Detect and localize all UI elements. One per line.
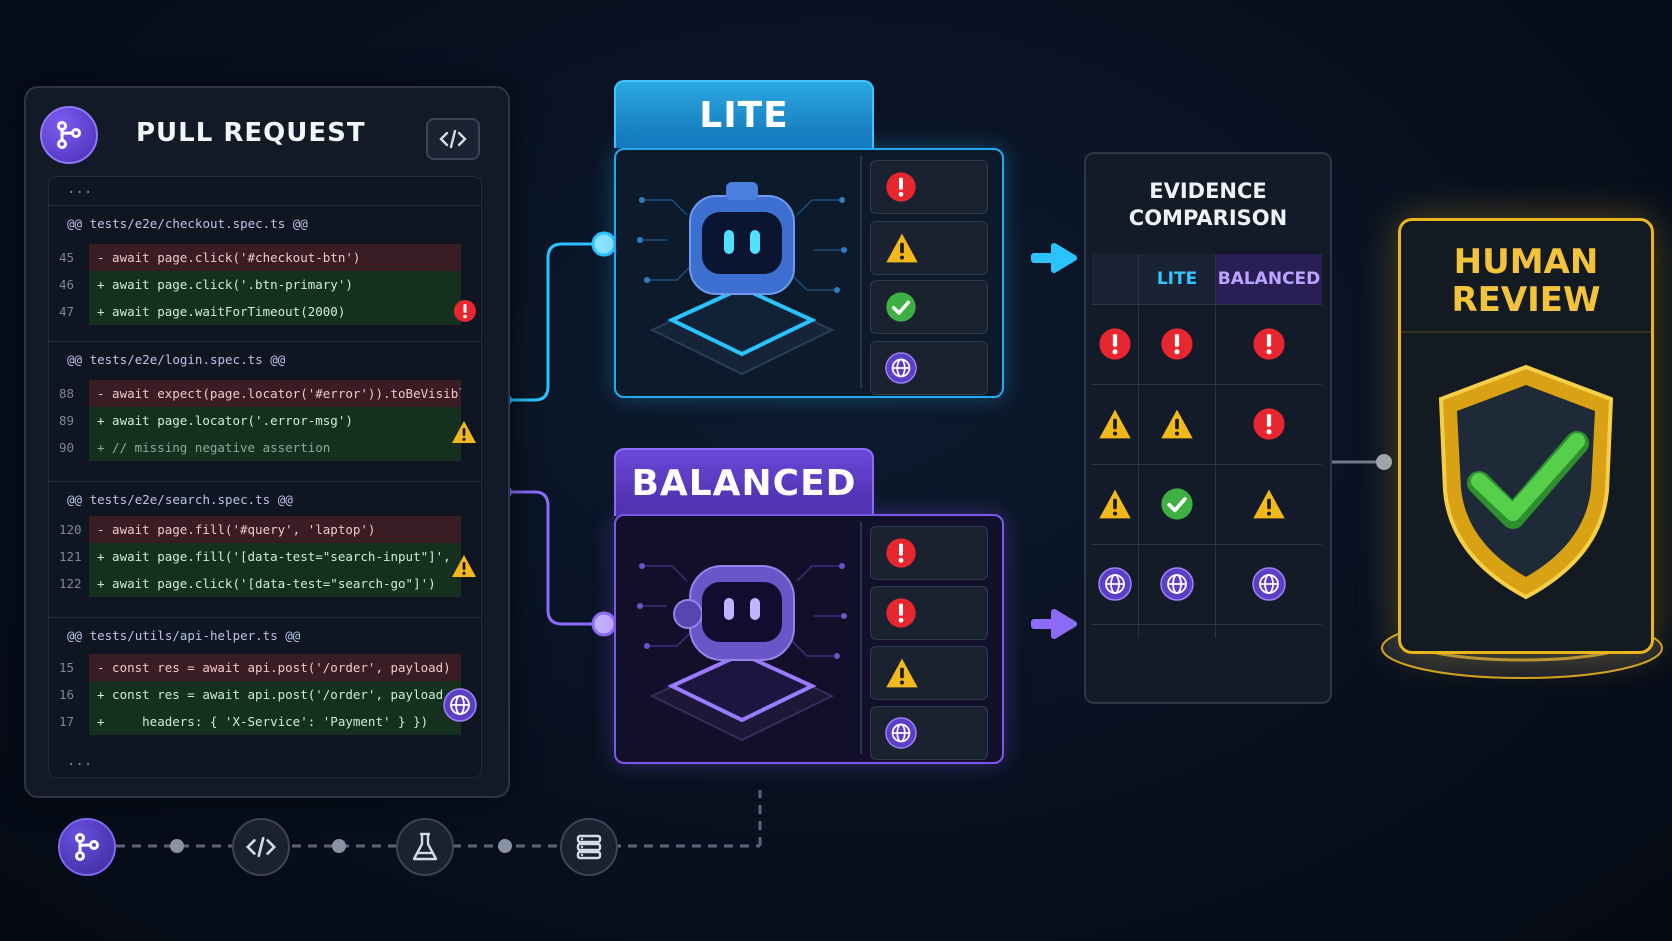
warning-icon — [1253, 489, 1285, 519]
diff-ellipsis-top: ... — [67, 181, 93, 197]
code-icon — [245, 836, 277, 858]
warning-icon — [1099, 409, 1131, 439]
balanced-finding-2[interactable] — [870, 586, 988, 640]
code-icon — [439, 129, 467, 149]
lite-finding-3[interactable] — [870, 280, 988, 334]
code-view-button[interactable] — [426, 118, 480, 160]
pipeline-dot-1 — [170, 839, 184, 853]
warning-icon[interactable] — [451, 420, 477, 444]
check-icon — [886, 292, 916, 322]
error-icon — [1253, 328, 1285, 360]
pipeline-dot-3 — [498, 839, 512, 853]
evidence-grid: LITE BALANCED — [1092, 254, 1322, 638]
human-review-panel: HUMAN REVIEW — [1398, 218, 1654, 654]
error-icon[interactable] — [453, 299, 477, 323]
diff-ellipsis-bottom: ... — [67, 753, 93, 769]
diff-hunk: @@ tests/utils/api-helper.ts @@ 15- cons… — [49, 617, 481, 758]
diff-line: 120- await page.fill('#query', 'laptop') — [49, 516, 481, 543]
diff-view: ... @@ tests/e2e/checkout.spec.ts @@ 45-… — [48, 176, 482, 778]
branch-icon — [75, 833, 99, 861]
arrow-balanced-to-evidence — [1031, 609, 1077, 639]
hunk-header: @@ tests/e2e/search.spec.ts @@ — [67, 492, 293, 507]
wire-dot-balanced-end — [591, 611, 617, 637]
network-icon — [1252, 567, 1286, 601]
diff-line: 45- await page.click('#checkout-btn') — [49, 244, 481, 271]
warning-icon[interactable] — [451, 554, 477, 578]
pipeline-code-node[interactable] — [232, 818, 290, 876]
network-icon[interactable] — [443, 688, 477, 722]
balanced-robot-icon — [637, 563, 847, 742]
pipeline-database-node[interactable] — [560, 818, 618, 876]
pull-request-title: PULL REQUEST — [136, 118, 366, 148]
balanced-divider — [860, 522, 862, 754]
shield-check-icon[interactable] — [1431, 361, 1621, 601]
error-icon — [886, 598, 916, 628]
network-icon — [1098, 567, 1132, 601]
lite-divider — [860, 156, 862, 388]
diff-line: 47+ await page.waitForTimeout(2000) — [49, 298, 481, 325]
balanced-agent-panel — [614, 514, 1004, 764]
diff-line: 15- const res = await api.post('/order',… — [49, 654, 481, 681]
wire-pr-to-balanced — [506, 490, 604, 626]
lite-robot-icon — [637, 182, 847, 376]
hunk-header: @@ tests/e2e/login.spec.ts @@ — [67, 352, 286, 367]
error-icon — [886, 538, 916, 568]
warning-icon — [1161, 409, 1193, 439]
pull-request-panel: PULL REQUEST ... @@ tests/e2e/checkout.s… — [24, 86, 510, 798]
network-icon — [885, 352, 917, 384]
balanced-agent-tab[interactable]: BALANCED — [614, 448, 874, 516]
diff-hunk: @@ tests/e2e/search.spec.ts @@ 120- awai… — [49, 481, 481, 618]
check-icon — [1161, 488, 1193, 520]
wire-dot-lite-end — [591, 231, 617, 257]
human-review-title: HUMAN REVIEW — [1451, 242, 1601, 320]
arrow-lite-to-evidence — [1031, 243, 1077, 273]
wire-pr-to-lite — [506, 242, 604, 402]
balanced-finding-1[interactable] — [870, 526, 988, 580]
database-icon — [576, 834, 602, 860]
evidence-comparison-panel: EVIDENCE COMPARISON LITE BALANCED — [1084, 152, 1332, 704]
warning-icon — [1099, 489, 1131, 519]
hunk-header: @@ tests/utils/api-helper.ts @@ — [67, 628, 301, 643]
diff-line: 121+ await page.fill('[data-test="search… — [49, 543, 481, 570]
diff-line: 122+ await page.click('[data-test="searc… — [49, 570, 481, 597]
diff-line: 46+ await page.click('.btn-primary') — [49, 271, 481, 298]
flask-icon — [412, 832, 438, 861]
diff-line: 89+ await page.locator('.error-msg') — [49, 407, 481, 434]
network-icon — [885, 717, 917, 749]
evidence-head-lite: LITE — [1139, 254, 1215, 304]
balanced-finding-4[interactable] — [870, 706, 988, 760]
diff-line: 16+ const res = await api.post('/order',… — [49, 681, 481, 708]
warning-icon — [886, 233, 918, 263]
lite-agent-panel — [614, 148, 1004, 398]
diff-line: 88- await expect(page.locator('#error'))… — [49, 380, 481, 407]
pipeline-dot-2 — [332, 839, 346, 853]
hunk-header: @@ tests/e2e/checkout.spec.ts @@ — [67, 216, 308, 231]
error-icon — [1161, 328, 1193, 360]
warning-icon — [886, 658, 918, 688]
lite-finding-2[interactable] — [870, 221, 988, 275]
balanced-finding-3[interactable] — [870, 646, 988, 700]
diff-line: 17+ headers: { 'X-Service': 'Payment' } … — [49, 708, 481, 735]
diff-line: 90+ // missing negative assertion — [49, 434, 481, 461]
evidence-head-blank — [1092, 254, 1138, 304]
evidence-title: EVIDENCE COMPARISON — [1128, 179, 1288, 230]
lite-agent-tab[interactable]: LITE — [614, 80, 874, 148]
error-icon — [886, 172, 916, 202]
error-icon — [1253, 408, 1285, 440]
error-icon — [1099, 328, 1131, 360]
pipeline-test-node[interactable] — [396, 818, 454, 876]
diff-hunk: @@ tests/e2e/checkout.spec.ts @@ 45- awa… — [49, 205, 481, 342]
pipeline-branch-node[interactable] — [58, 818, 116, 876]
wire-dot-human — [1376, 454, 1392, 470]
lite-finding-4[interactable] — [870, 341, 988, 395]
lite-finding-1[interactable] — [870, 160, 988, 214]
branch-icon[interactable] — [40, 106, 98, 164]
diff-hunk: @@ tests/e2e/login.spec.ts @@ 88- await … — [49, 341, 481, 482]
network-icon — [1160, 567, 1194, 601]
evidence-head-balanced: BALANCED — [1216, 254, 1322, 304]
